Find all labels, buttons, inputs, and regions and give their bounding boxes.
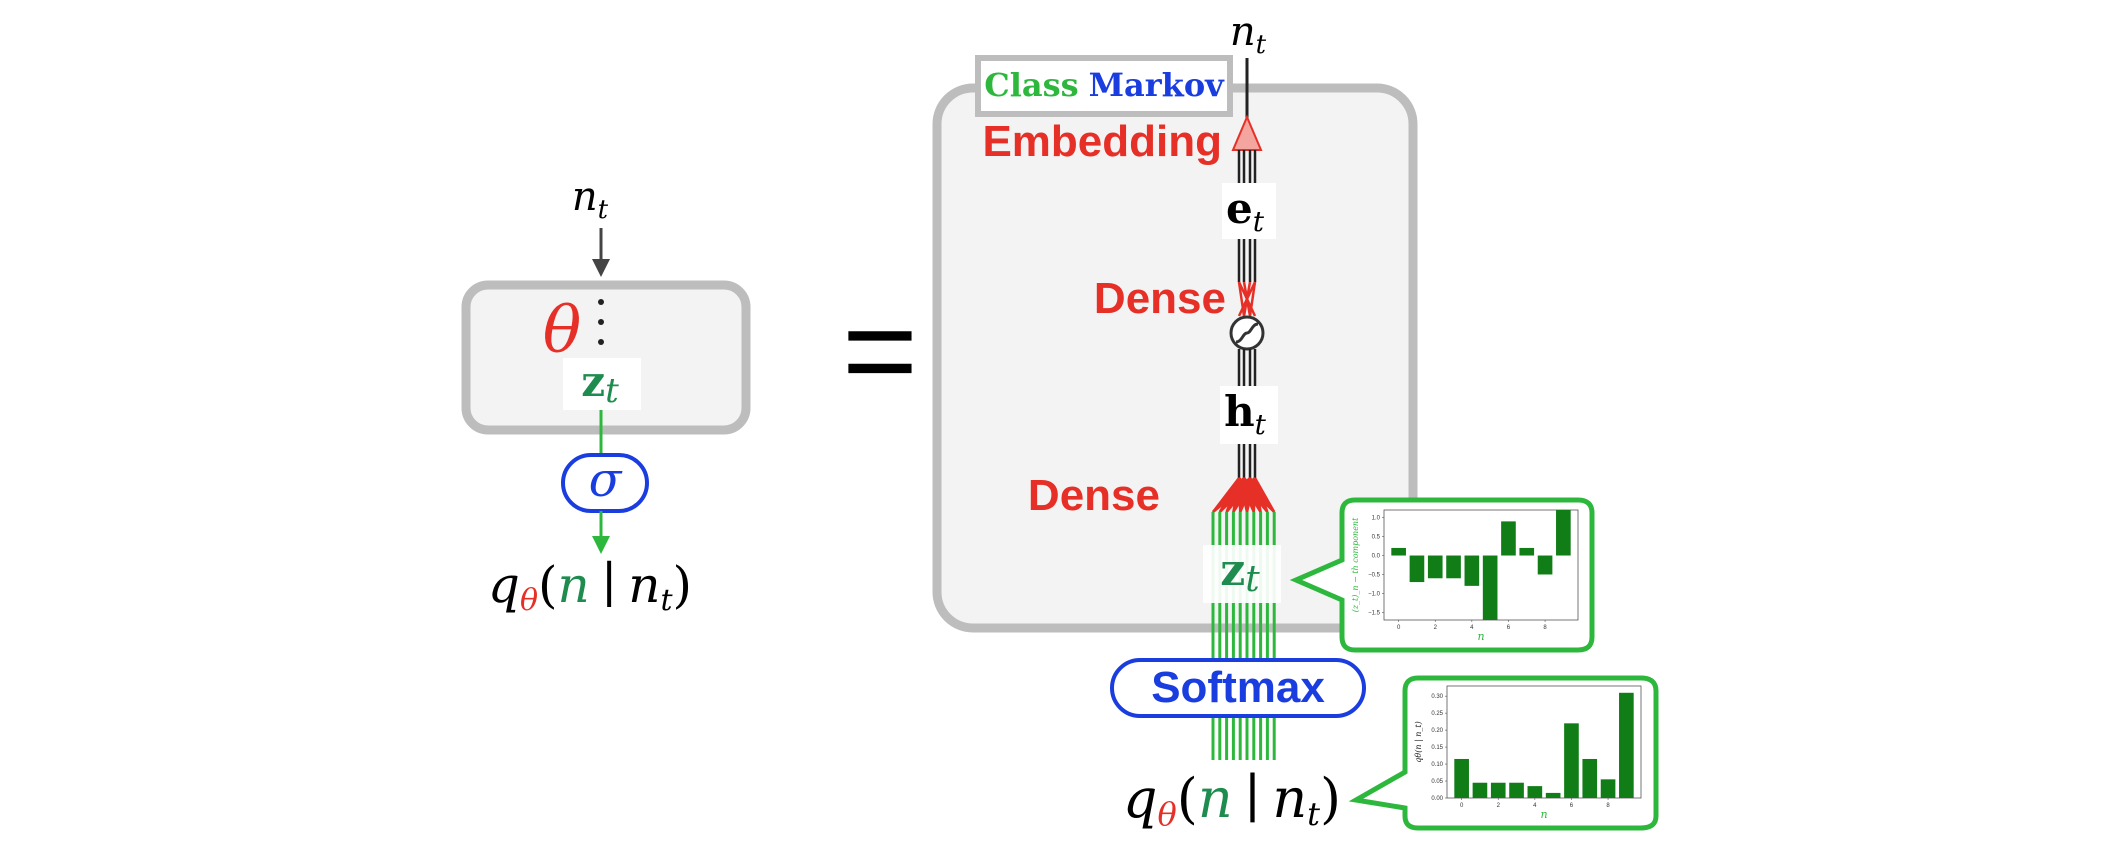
bar xyxy=(1472,782,1488,798)
logits-callout: 1.0 0.5 0.0 −0.5 −1.0 −1.5 0 2 4 6 8 n (z_t)_n − th … xyxy=(1289,497,1595,653)
x-tick-label: 4 xyxy=(1470,625,1474,631)
bar xyxy=(1537,555,1553,575)
h-label: ht xyxy=(1224,387,1267,441)
y-tick-label: −0.5 xyxy=(1368,572,1381,578)
x-tick-label: 2 xyxy=(1497,803,1501,809)
y-tick-label: −1.0 xyxy=(1368,591,1381,597)
left-z-label-bg xyxy=(563,358,641,410)
softmax-label: Softmax xyxy=(1151,663,1325,712)
bar xyxy=(1545,792,1561,798)
sigma-box xyxy=(561,453,649,513)
bar xyxy=(1446,555,1461,579)
bar xyxy=(1501,521,1516,556)
probability-callout: 0.00 0.05 0.10 0.15 0.20 0.25 0.30 0 2 4 6 8 n qθ(n |… xyxy=(1348,675,1659,831)
left-z-label: zt xyxy=(581,357,619,411)
bar xyxy=(1519,547,1535,556)
plot-area xyxy=(1446,685,1642,799)
sigma-symbol: σ xyxy=(589,452,623,508)
x-axis-label: n xyxy=(1540,808,1547,821)
bar xyxy=(1527,786,1543,798)
activation-curve xyxy=(1235,322,1259,344)
y-tick-label: 0.00 xyxy=(1431,796,1443,802)
x-tick-label: 0 xyxy=(1397,625,1401,631)
x-tick-label: 8 xyxy=(1543,625,1547,631)
y-tick-label: 0.20 xyxy=(1431,728,1443,734)
y-tick-label: 0.05 xyxy=(1431,779,1443,785)
bar xyxy=(1490,782,1506,798)
embedding-label: Embedding xyxy=(982,117,1222,166)
z-label: zt xyxy=(1220,545,1260,600)
bar xyxy=(1409,555,1425,583)
theta-symbol: θ xyxy=(543,294,582,368)
x-tick-label: 6 xyxy=(1570,803,1574,809)
x-tick-label: 6 xyxy=(1507,625,1511,631)
bar xyxy=(1454,758,1469,798)
y-tick-label: 0.15 xyxy=(1431,745,1443,751)
y-tick-label: −1.5 xyxy=(1368,610,1381,616)
softmax-box xyxy=(1110,658,1366,718)
probability-chart: 0.00 0.05 0.10 0.15 0.20 0.25 0.30 0 2 4 6 8 n qθ(n |… xyxy=(1414,685,1642,821)
bar xyxy=(1619,692,1634,798)
bar xyxy=(1509,782,1524,798)
bar xyxy=(1391,547,1406,556)
y-tick-label: 0.30 xyxy=(1431,694,1443,700)
y-tick-label: 0.5 xyxy=(1372,535,1381,541)
h-label-bg xyxy=(1220,386,1278,444)
x-tick-label: 2 xyxy=(1434,625,1438,631)
dense1-label: Dense xyxy=(1094,274,1226,323)
right-input-label: nt xyxy=(1230,9,1267,60)
bar xyxy=(1464,555,1480,586)
right-output-formula: qθ(n∣nt) xyxy=(1123,767,1341,833)
bar xyxy=(1582,758,1598,798)
y-tick-label: 0.0 xyxy=(1372,554,1381,560)
bar xyxy=(1600,779,1616,798)
y-tick-label: 0.25 xyxy=(1431,711,1443,717)
y-axis-label: qθ(n | n_t) xyxy=(1414,721,1423,762)
left-input-label: nt xyxy=(572,174,609,225)
x-axis-label: n xyxy=(1477,630,1484,643)
x-tick-label: 4 xyxy=(1533,803,1537,809)
left-compact-model: nt θ zt σ qθ(n∣nt) xyxy=(461,174,751,618)
y-tick-label: 1.0 xyxy=(1372,516,1381,522)
left-output-formula: qθ(n∣nt) xyxy=(488,556,692,618)
left-model-box xyxy=(461,280,751,435)
logits-chart: 1.0 0.5 0.0 −0.5 −1.0 −1.5 0 2 4 6 8 n (z_t)_n − th … xyxy=(1351,509,1579,643)
left-dots xyxy=(598,299,604,345)
x-tick-label: 0 xyxy=(1460,803,1464,809)
x-tick-label: 8 xyxy=(1606,803,1610,809)
bar xyxy=(1556,510,1571,556)
y-tick-label: 0.10 xyxy=(1431,762,1443,768)
embedding-triangle xyxy=(1231,114,1263,151)
bar xyxy=(1564,723,1579,798)
e-label: et xyxy=(1226,184,1265,238)
dense2-connections xyxy=(1212,477,1276,513)
class-markov-label-box xyxy=(975,55,1233,117)
dense2-label: Dense xyxy=(1028,471,1160,520)
bar xyxy=(1427,555,1443,579)
dense1-connections xyxy=(1237,281,1257,317)
y-axis-label: (z_t)_n − th component xyxy=(1351,517,1360,612)
equals-sign: = xyxy=(842,277,918,423)
e-label-bg xyxy=(1222,183,1276,239)
z-label-bg xyxy=(1203,545,1281,603)
bar xyxy=(1482,555,1498,620)
